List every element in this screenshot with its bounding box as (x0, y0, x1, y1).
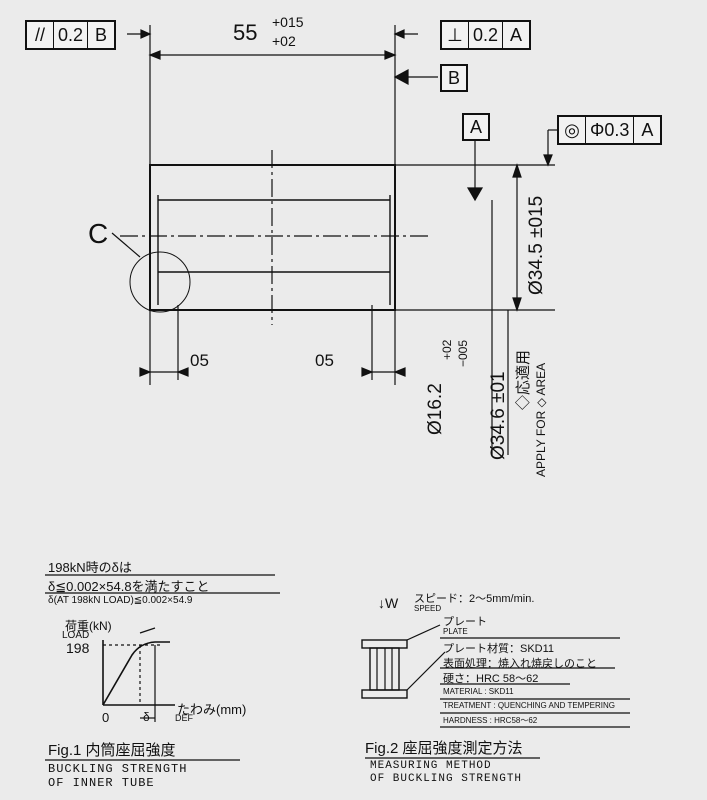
concentricity-frame: ◎ Φ0.3 A (557, 115, 663, 145)
dimension-dia-inner: Ø16.2 (425, 383, 446, 435)
fig1-caption-en-2: OF INNER TUBE (48, 776, 155, 790)
fig1-caption-en-1: BUCKLING STRENGTH (48, 762, 188, 776)
fig1-load-en: LOAD (62, 630, 90, 641)
fig2-speed-en: SPEED (414, 604, 442, 613)
fig1-load-curve (102, 641, 170, 706)
fig1-line-1: 198kN時のδは (48, 560, 132, 575)
detail-c-circle (129, 251, 191, 313)
fig2-plate-bottom (361, 689, 408, 699)
fig2-plate-jp: プレート (443, 616, 487, 628)
dimension-dia-outer: Ø34.5 ±015 (526, 195, 547, 295)
dimension-05-left: 05 (190, 351, 209, 370)
fig2-speed-jp: スピード：2～5mm/min. (414, 593, 535, 605)
datum-a-triangle (466, 187, 484, 202)
fig2-caption-en-1: MEASURING METHOD (370, 760, 492, 772)
datum-b-box: B (440, 64, 468, 92)
fig1-line-3: δ(AT 198kN LOAD)≦0.002×54.9 (48, 595, 193, 606)
tolerance-lower: +02 (272, 33, 296, 49)
dimension-55: 55 (233, 20, 258, 45)
fig1-caption-jp: Fig.1 内筒座屈強度 (48, 742, 176, 759)
fig1-delta: δ (143, 710, 150, 724)
dimension-dia-346: Ø34.6 ±01 (488, 371, 509, 460)
dia-inner-tol-lower: −005 (456, 339, 470, 367)
fig2-caption-en-2: OF BUCKLING STRENGTH (370, 773, 523, 785)
fig2-hardness-jp: 硬さ：HRC 58～62 (443, 673, 539, 685)
fig2-plate-en: PLATE (443, 627, 468, 636)
datum-b-triangle (393, 68, 409, 86)
datum-a-box: A (462, 113, 490, 141)
arrow-left (148, 50, 161, 60)
fig2-plate-top (361, 639, 408, 649)
dia-inner-tol-upper: +02 (440, 339, 454, 360)
concentric-symbol-icon: ◎ (559, 117, 586, 143)
tolerance-upper: +015 (272, 14, 304, 30)
perpendicularity-frame: ⊥ 0.2 A (440, 20, 532, 50)
perpendicular-symbol-icon: ⊥ (442, 22, 469, 48)
fig1-line-2: δ≦0.002×54.8を満たすこと (48, 579, 210, 594)
fig1-load-jp: 荷重(kN) (65, 619, 112, 633)
fig2-caption-jp: Fig.2 座屈強度測定方法 (365, 740, 523, 757)
fig2-treatment-en: TREATMENT : QUENCHING AND TEMPERING (443, 701, 616, 710)
parallelism-frame: // 0.2 B (25, 20, 117, 50)
detail-c-label: C (88, 218, 109, 249)
fig2-hardness-en: HARDNESS : HRC58～62 (443, 716, 538, 725)
fig2-treatment-jp: 表面処理：焼入れ焼戻しのこと (443, 658, 597, 670)
dimension-05-right: 05 (315, 351, 334, 370)
fig1-defl-en: DEF (175, 713, 193, 723)
fig2-material-jp: プレート材質：SKD11 (443, 643, 555, 655)
parallel-symbol-icon: // (27, 22, 54, 48)
fig1-origin: 0 (102, 710, 110, 725)
apply-note-jp: ◇応適用 (515, 349, 532, 410)
fig1-defl-jp: たわみ(mm) (177, 702, 247, 717)
fig1-load-value: 198 (66, 640, 90, 656)
apply-note-en: APPLY FOR ◇ AREA (534, 362, 548, 477)
fig2-material-en: MATERIAL : SKD11 (443, 687, 514, 696)
arrow-right (384, 50, 397, 60)
fig2-w: ↓W (378, 595, 399, 611)
